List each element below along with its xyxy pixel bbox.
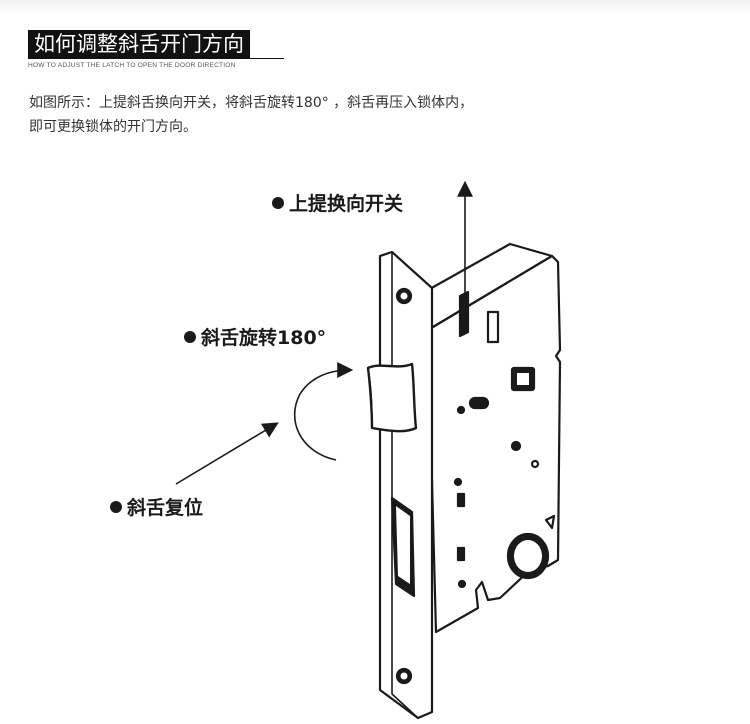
rotation-arc (293, 362, 354, 461)
instruction-text: 如图所示：上提斜舌换向开关，将斜舌旋转180° ，斜舌再压入锁体内， 即可更换锁… (29, 91, 649, 139)
lock-diagram: 上提换向开关 斜舌旋转180° 斜舌复位 (0, 150, 750, 724)
section-subtitle-en: HOW TO ADJUST THE LATCH TO OPEN THE DOOR… (28, 62, 236, 69)
instruction-line-2: 即可更换锁体的开门方向。 (29, 119, 197, 135)
label-rotate: 斜舌旋转180° (184, 326, 326, 350)
label-reset: 斜舌复位 (110, 496, 203, 520)
latch-bolt (366, 362, 418, 433)
section-title: 如何调整斜舌开门方向 (28, 30, 250, 58)
top-divider (0, 0, 750, 14)
bullet-icon (184, 331, 196, 343)
bullet-icon (272, 197, 284, 209)
face-plate (378, 250, 434, 720)
instruction-line-1: 如图所示：上提斜舌换向开关，将斜舌旋转180° ，斜舌再压入锁体内， (29, 95, 474, 111)
bullet-icon (110, 501, 122, 513)
mortise-lock-illustration (175, 180, 562, 720)
label-switch: 上提换向开关 (272, 192, 403, 216)
switch-tab (458, 290, 470, 338)
arrow-reset (175, 422, 279, 485)
section-title-block: 如何调整斜舌开门方向 (28, 30, 284, 59)
